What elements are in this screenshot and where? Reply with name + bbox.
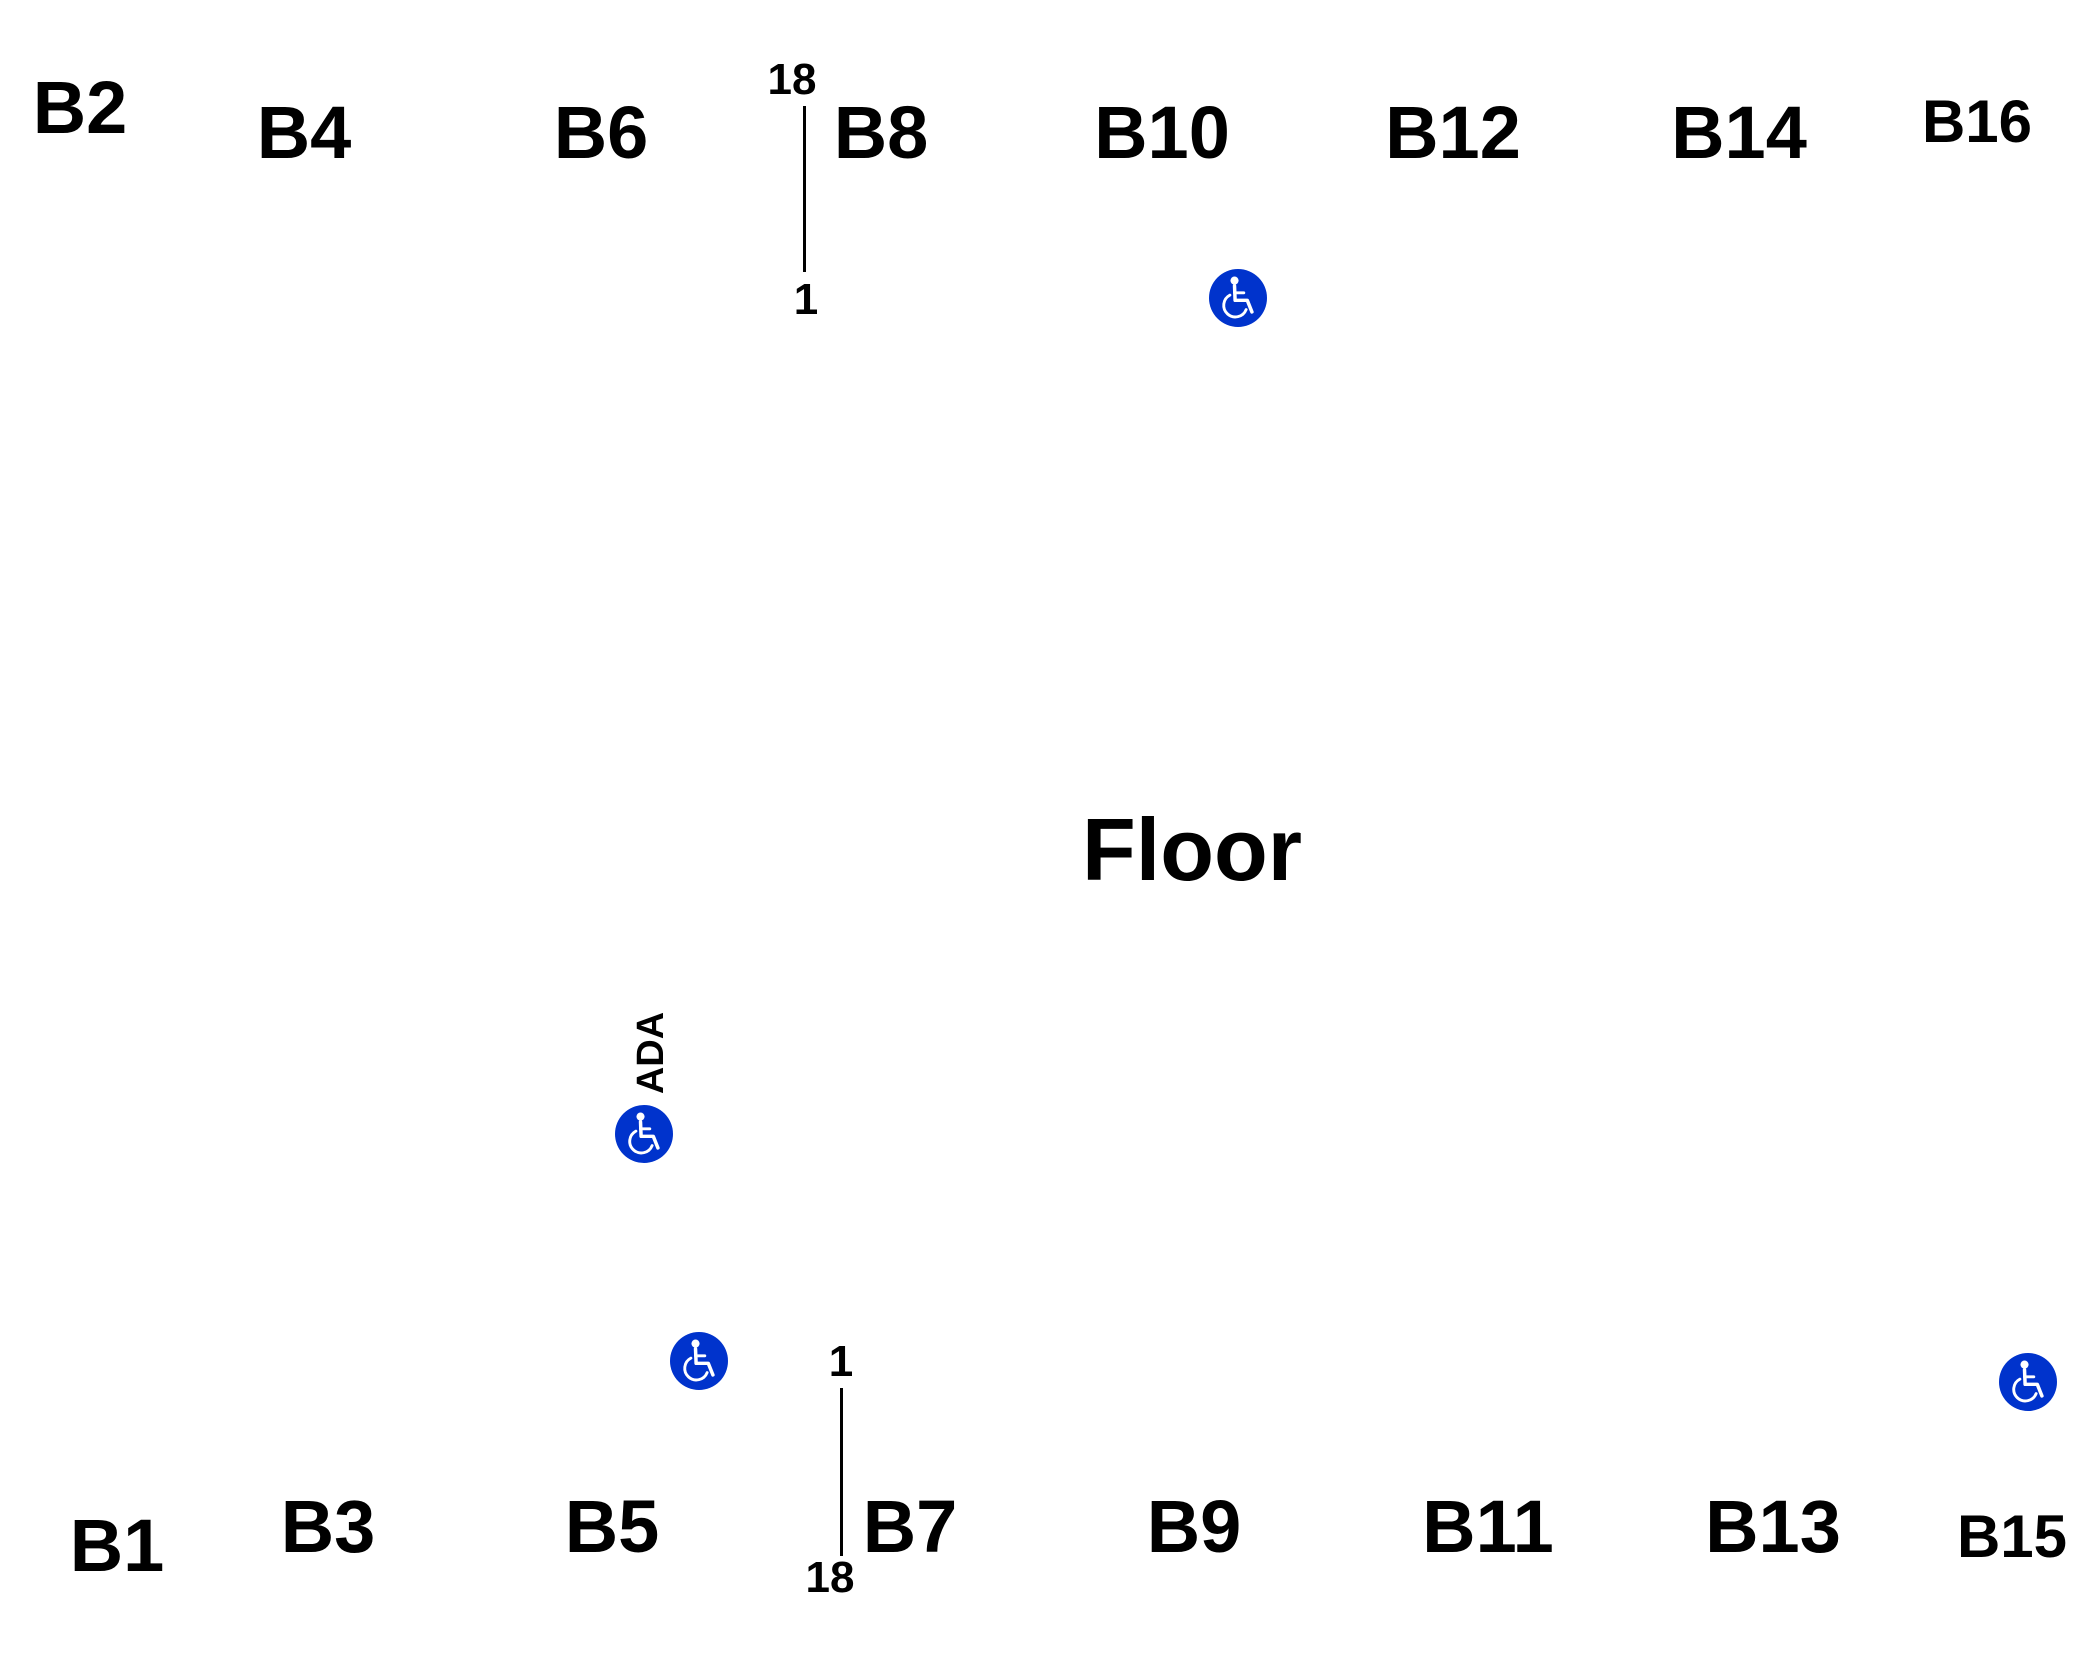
- section-b6[interactable]: B6: [553, 91, 649, 174]
- wheelchair-icon: [670, 1332, 728, 1390]
- wheelchair-icon: [1209, 269, 1267, 327]
- row-indicator-line-bottom: [840, 1388, 843, 1556]
- section-b16[interactable]: B16: [1921, 88, 2033, 155]
- section-b14[interactable]: B14: [1671, 91, 1807, 174]
- ada-label: ADA: [630, 1011, 672, 1095]
- row-indicator-line-top: [803, 106, 806, 272]
- row-number-top-start: 18: [767, 55, 817, 104]
- section-b5[interactable]: B5: [564, 1485, 660, 1568]
- section-b7[interactable]: B7: [862, 1485, 958, 1568]
- wheelchair-icon: [1999, 1353, 2057, 1411]
- section-b8[interactable]: B8: [833, 91, 929, 174]
- section-b15[interactable]: B15: [1956, 1503, 2068, 1570]
- section-b9[interactable]: B9: [1146, 1485, 1242, 1568]
- section-b4[interactable]: B4: [256, 91, 352, 174]
- section-b1[interactable]: B1: [69, 1504, 165, 1587]
- section-b11[interactable]: B11: [1422, 1485, 1554, 1568]
- wheelchair-icon: [615, 1105, 673, 1163]
- section-b12[interactable]: B12: [1385, 91, 1521, 174]
- section-b2[interactable]: B2: [32, 66, 128, 149]
- row-number-top-end: 1: [793, 275, 819, 324]
- row-number-bottom-start: 1: [828, 1337, 854, 1386]
- floor-label[interactable]: Floor: [1082, 800, 1302, 899]
- row-number-bottom-end: 18: [805, 1553, 855, 1602]
- section-b13[interactable]: B13: [1705, 1485, 1841, 1568]
- section-b10[interactable]: B10: [1094, 91, 1230, 174]
- section-b3[interactable]: B3: [280, 1485, 376, 1568]
